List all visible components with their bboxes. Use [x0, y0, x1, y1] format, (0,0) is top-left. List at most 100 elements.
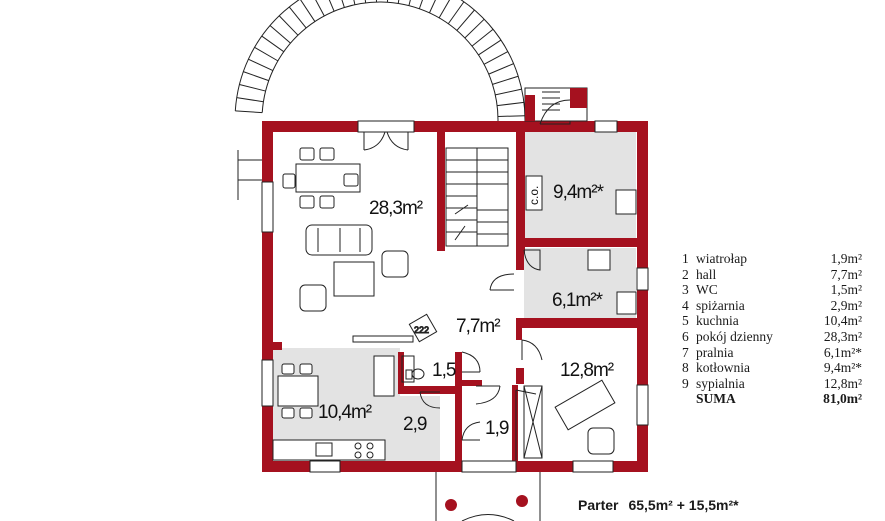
terrace-stone-joint	[239, 83, 266, 92]
wardrobe	[523, 385, 543, 459]
legend-room-number: 8	[682, 360, 689, 376]
legend-room-label: kotłownia	[696, 360, 750, 376]
door-swing	[419, 391, 441, 409]
kitchen-table	[277, 375, 319, 407]
terrace-stone-joint	[397, 0, 400, 4]
label-pantry: 2,9	[403, 414, 427, 435]
terrace-stone-joint	[243, 71, 269, 82]
legend-total-label: SUMA	[696, 391, 736, 407]
label-living-room: 28,3m²	[369, 198, 423, 219]
terrace-stone-joint	[353, 0, 356, 5]
wall-stair-left	[437, 131, 445, 251]
wall-wc-bottom	[398, 386, 460, 394]
legend-room-label: WC	[696, 282, 718, 298]
window	[309, 460, 341, 473]
legend-room-number: 6	[682, 328, 689, 344]
terrace-stone-joint	[456, 9, 475, 31]
terrace-stone-joint	[495, 88, 522, 96]
bedroom-chair	[587, 427, 615, 455]
terrace-stone-joint	[497, 115, 525, 118]
legend-room-area: 1,9m²	[830, 251, 862, 266]
label-wc: 1,5	[432, 360, 456, 381]
bedroom-furniture	[523, 379, 616, 459]
wall-vestibule-right	[512, 385, 518, 472]
floor-summary: Parter 65,5m² + 15,5m²*	[578, 497, 739, 513]
legend-room-number: 5	[682, 313, 689, 329]
terrace-stone-joint	[236, 97, 264, 103]
label-vestibule: 1,9	[485, 418, 509, 439]
summary-value: 65,5m² + 15,5m²*	[628, 497, 739, 513]
laundry-sink	[587, 249, 611, 271]
bedroom-desk	[554, 379, 616, 431]
legend-total-row: SUMA 81,0m²	[682, 391, 862, 407]
window	[636, 384, 649, 426]
legend-room-label: spiżarnia	[696, 297, 745, 313]
legend-room-name: 4 spiżarnia	[682, 298, 745, 314]
label-laundry: 6,1m²*	[552, 290, 604, 311]
window	[357, 120, 415, 133]
wall-bottom-left	[262, 461, 462, 472]
label-kitchen: 10,4m²	[318, 402, 372, 423]
door-swing	[461, 421, 481, 441]
wall-laundry-left	[516, 247, 524, 270]
terrace-stone-joint	[464, 18, 485, 39]
legend-room-name: 5 kuchnia	[682, 313, 739, 329]
sofa	[305, 224, 373, 256]
wall-boiler-left	[516, 131, 525, 253]
armchair	[299, 284, 327, 312]
terrace-stone-joint	[341, 0, 345, 8]
staircase	[445, 147, 509, 247]
legend-room-number: 4	[682, 297, 689, 313]
terrace-stone-joint	[235, 110, 263, 114]
legend-room-label: kuchnia	[696, 313, 739, 329]
wall-bedroom-left	[516, 328, 522, 340]
door-swing	[475, 385, 501, 405]
terrace-stone-joint	[478, 39, 502, 56]
summary-label: Parter	[578, 497, 619, 513]
washing-machine	[616, 291, 637, 315]
door-swing	[523, 249, 541, 271]
terrace-stone-joint	[447, 1, 465, 25]
fridge	[373, 355, 395, 397]
kitchen-counter	[272, 439, 386, 461]
porch-column	[516, 495, 528, 507]
terrace-arc	[234, 0, 526, 200]
legend-room-area: 2,9m²	[830, 297, 862, 313]
utility-sink	[615, 189, 637, 215]
svg-text:222: 222	[414, 325, 429, 335]
legend-total-area: 81,0m²	[823, 391, 862, 407]
kitchen-sink	[315, 442, 333, 457]
wall-vestibule-top	[462, 380, 482, 386]
living-furniture: 222	[282, 147, 438, 343]
terrace-stone-joint	[497, 101, 524, 107]
boiler-unit	[525, 175, 543, 211]
window	[461, 460, 517, 473]
terrace-stone-joint	[261, 35, 285, 53]
legend-room-area: 12,8m²	[823, 375, 862, 391]
legend-room-area: 1,5m²	[830, 282, 862, 298]
legend-room-number: 1	[682, 251, 689, 266]
door-swing	[489, 273, 515, 291]
legend-room-area: 6,1m²*	[823, 344, 862, 360]
terrace-stone-joint	[269, 25, 291, 44]
terrace-stone-joint	[471, 28, 494, 47]
legend-room-label: sypialnia	[696, 375, 745, 391]
door-swing	[363, 131, 386, 151]
wall-pantry-right	[455, 352, 462, 472]
room-labels: 28,3m² 9,4m²* 6,1m²* 7,7m² 1,5 10,4m² 2,…	[318, 182, 615, 439]
legend-room-area: 7,7m²	[830, 266, 862, 282]
wall-left	[262, 121, 273, 472]
legend-room-area: 9,4m²*	[823, 360, 862, 376]
legend-row: 4 spiżarnia 2,9m²	[682, 298, 862, 314]
